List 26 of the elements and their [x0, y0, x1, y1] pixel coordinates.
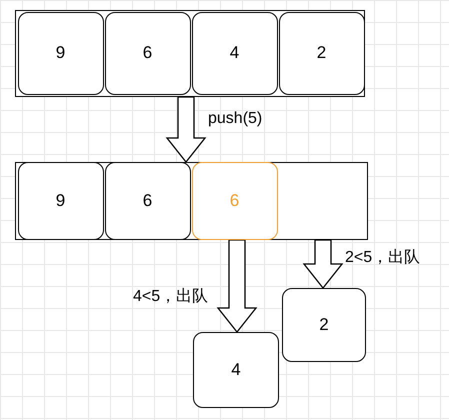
cell-value: 6	[230, 190, 240, 210]
queue-cell	[282, 288, 366, 362]
queue-cell	[193, 332, 279, 408]
block-arrow	[216, 239, 258, 334]
edge-label: push(5)	[208, 110, 262, 128]
queue-cell	[278, 12, 364, 94]
cell-value: 2	[316, 43, 326, 63]
queue-container	[15, 10, 365, 97]
cell-value: 2	[319, 315, 329, 335]
block-arrow	[166, 96, 206, 164]
queue-cell	[18, 12, 104, 94]
queue-cell	[192, 12, 278, 94]
queue-cell	[104, 12, 190, 94]
queue-cell	[192, 162, 278, 240]
queue-cell	[104, 162, 190, 240]
cell-value: 9	[56, 190, 66, 210]
cell-value: 9	[56, 43, 66, 63]
block-arrow	[302, 239, 344, 290]
edge-label: 2<5，出队	[345, 248, 420, 268]
edge-label: 4<5，出队	[133, 286, 208, 307]
cell-value: 6	[142, 43, 152, 63]
cell-value: 4	[230, 43, 240, 63]
cell-value: 6	[142, 190, 152, 210]
cell-value: 4	[231, 360, 241, 380]
queue-container	[15, 162, 368, 240]
queue-cell	[18, 162, 104, 240]
